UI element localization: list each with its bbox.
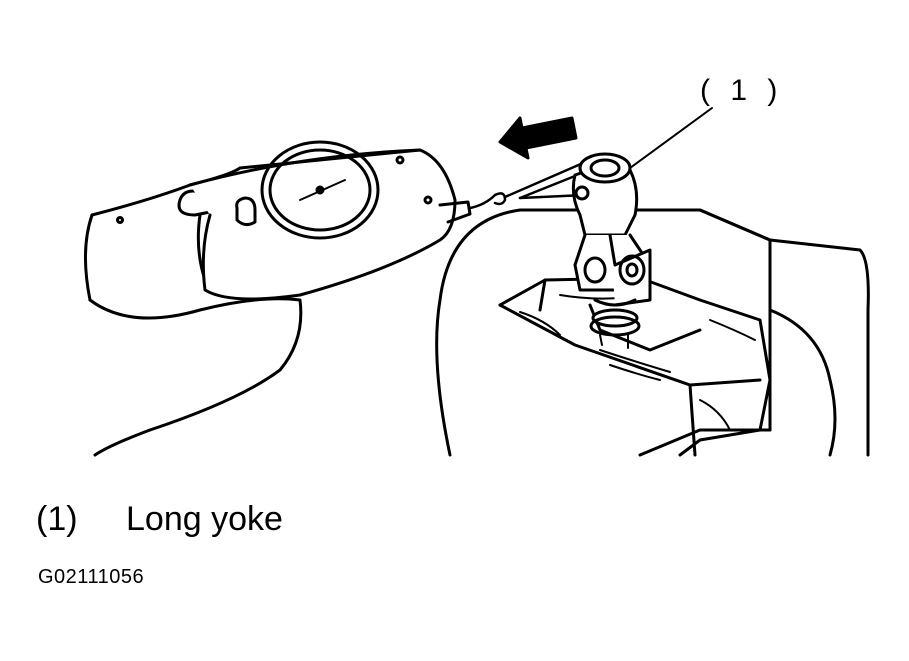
callout-number: ( 1 ) [700,74,784,107]
illustration-spring-scale-yoke [84,107,870,457]
legend-row: (1) Long yoke [36,500,283,539]
pull-direction-arrow [498,116,578,160]
long-yoke [571,152,652,349]
wood-blocks [498,276,772,457]
vise [435,208,870,457]
callout-leader-line [629,107,713,169]
spring-scale [116,140,472,301]
legend-number: (1) [36,500,78,538]
figure-id: G02111056 [38,566,145,588]
legend-label: Long yoke [126,500,283,538]
